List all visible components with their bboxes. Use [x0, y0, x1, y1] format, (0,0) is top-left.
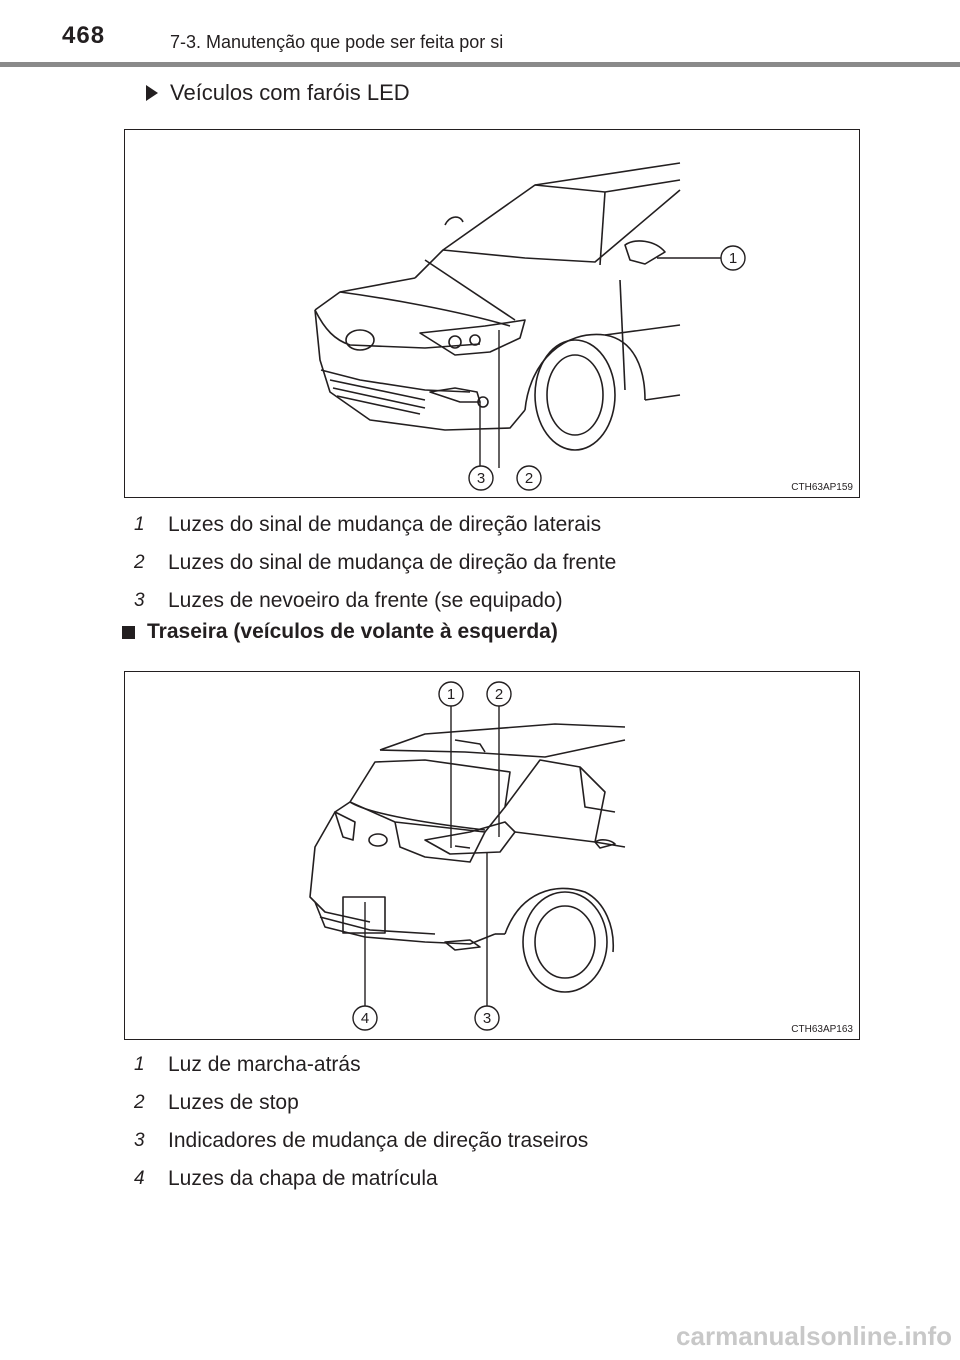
callout-3: 3	[483, 1010, 491, 1027]
legend-text: Luzes de nevoeiro da frente (se equipado…	[168, 589, 563, 613]
legend-number: 3	[134, 590, 164, 612]
legend-text: Luz de marcha-atrás	[168, 1053, 361, 1077]
legend-text: Luzes do sinal de mudança de direção lat…	[168, 513, 601, 537]
legend-number: 2	[134, 552, 164, 574]
subheading: Veículos com faróis LED	[146, 80, 410, 106]
legend-item: 3 Indicadores de mudança de direção tras…	[134, 1122, 588, 1160]
rear-car-illustration: 1 2 3 4 CTH63AP163	[124, 671, 860, 1040]
figure-code: CTH63AP159	[791, 482, 853, 493]
callout-1: 1	[447, 686, 455, 703]
square-bullet-icon	[122, 626, 135, 639]
legend-text: Luzes da chapa de matrícula	[168, 1167, 438, 1191]
page-number: 468	[62, 22, 105, 50]
subheading-text: Veículos com faróis LED	[170, 80, 410, 106]
callout-2: 2	[495, 686, 503, 703]
callout-4: 4	[361, 1010, 369, 1027]
callout-1: 1	[729, 250, 737, 267]
legend-item: 1 Luz de marcha-atrás	[134, 1046, 588, 1084]
legend-list-rear: 1 Luz de marcha-atrás 2 Luzes de stop 3 …	[134, 1046, 588, 1198]
legend-number: 3	[134, 1130, 164, 1152]
figure-code: CTH63AP163	[791, 1024, 853, 1035]
triangle-bullet-icon	[146, 85, 158, 101]
rear-car-drawing: 1 2 3 4	[125, 672, 861, 1041]
legend-item: 2 Luzes do sinal de mudança de direção d…	[134, 544, 616, 582]
legend-text: Indicadores de mudança de direção trasei…	[168, 1129, 588, 1153]
header-divider	[0, 62, 960, 67]
legend-text: Luzes de stop	[168, 1091, 299, 1115]
section-title: 7-3. Manutenção que pode ser feita por s…	[170, 32, 503, 53]
legend-number: 1	[134, 514, 164, 536]
legend-number: 1	[134, 1054, 164, 1076]
legend-item: 2 Luzes de stop	[134, 1084, 588, 1122]
front-car-illustration: 1 2 3 CTH63AP159	[124, 129, 860, 498]
legend-list-front: 1 Luzes do sinal de mudança de direção l…	[134, 506, 616, 620]
front-car-drawing: 1 2 3	[125, 130, 861, 499]
legend-item: 4 Luzes da chapa de matrícula	[134, 1160, 588, 1198]
legend-number: 2	[134, 1092, 164, 1114]
section-heading: Traseira (veículos de volante à esquerda…	[122, 620, 558, 644]
callout-3: 3	[477, 470, 485, 487]
callout-2: 2	[525, 470, 533, 487]
watermark: carmanualsonline.info	[676, 1321, 952, 1352]
legend-item: 1 Luzes do sinal de mudança de direção l…	[134, 506, 616, 544]
legend-item: 3 Luzes de nevoeiro da frente (se equipa…	[134, 582, 616, 620]
legend-text: Luzes do sinal de mudança de direção da …	[168, 551, 616, 575]
section-heading-text: Traseira (veículos de volante à esquerda…	[147, 620, 558, 644]
legend-number: 4	[134, 1168, 164, 1190]
